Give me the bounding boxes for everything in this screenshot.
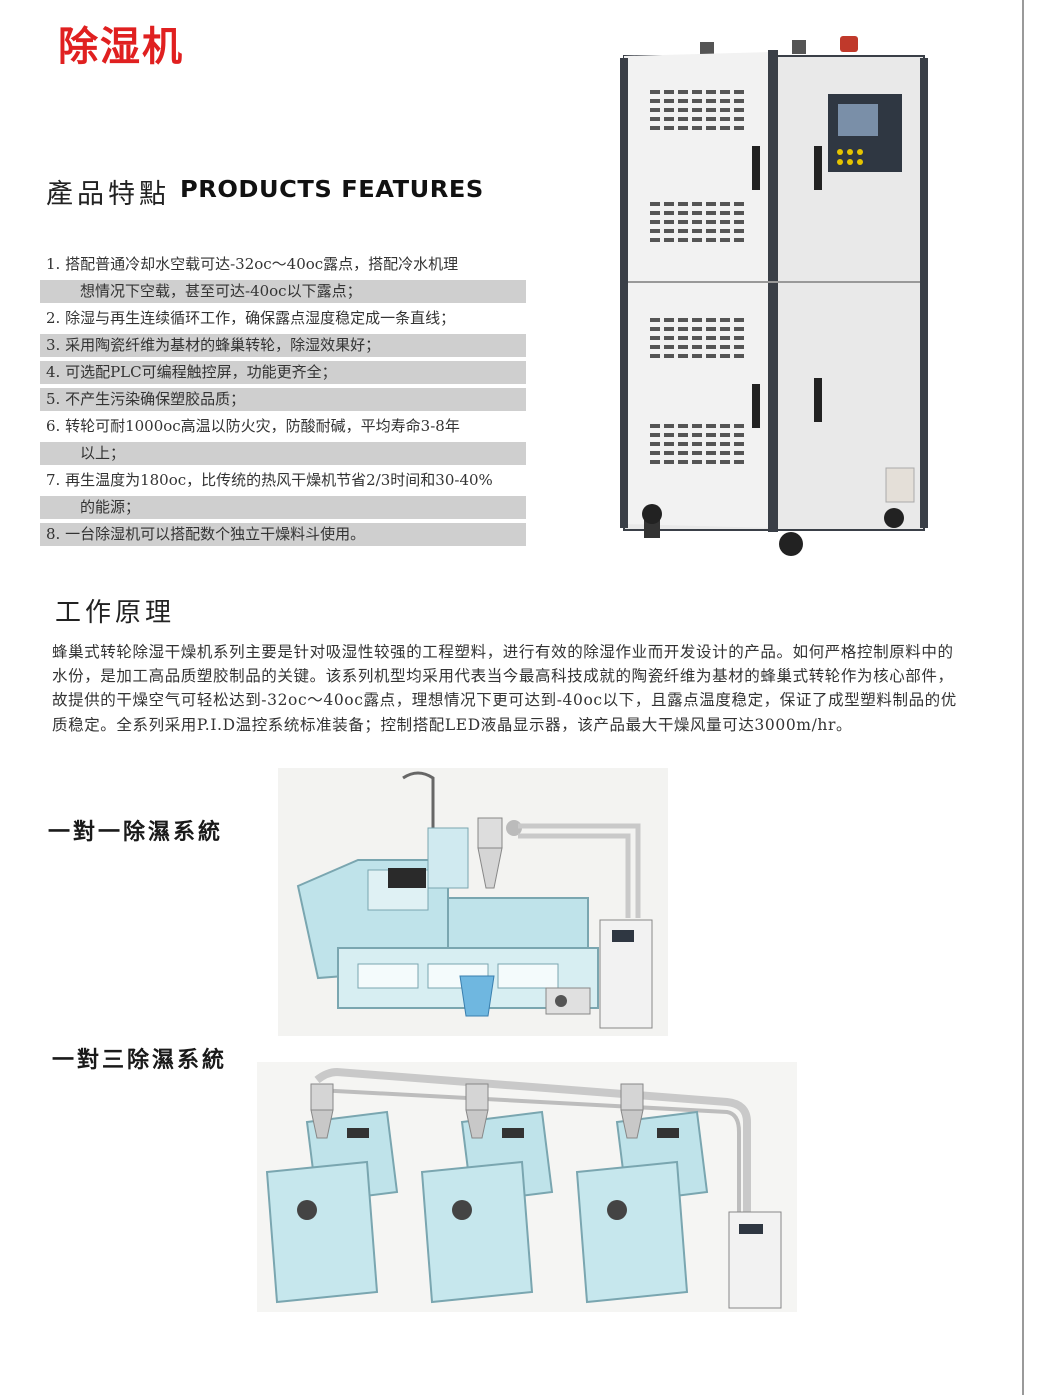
feature-line: 想情况下空载，甚至可达-40oc以下露点；	[40, 280, 526, 303]
one-to-three-system-title: 一對三除濕系統	[52, 1048, 228, 1073]
feature-line: 2. 除湿与再生连续循环工作，确保露点湿度稳定成一条直线；	[46, 309, 456, 327]
feature-line: 1. 搭配普通冷却水空载可达-32oc～40oc露点，搭配冷水机理	[46, 255, 459, 273]
features-title-en: PRODUCTS FEATURES	[180, 177, 484, 203]
page-edge-rule	[1022, 0, 1024, 1395]
feature-line: 4. 可选配PLC可编程触控屏，功能更齐全；	[40, 361, 526, 384]
one-to-one-system-image	[278, 768, 668, 1036]
feature-line: 的能源；	[40, 496, 526, 519]
features-title-cn: 產品特點	[46, 179, 170, 210]
feature-line: 8. 一台除湿机可以搭配数个独立干燥料斗使用。	[40, 523, 526, 546]
feature-line: 7. 再生温度为180oc，比传统的热风干燥机节省2/3时间和30-40%	[46, 471, 493, 489]
principle-title: 工作原理	[55, 598, 176, 628]
one-to-one-system-title: 一對一除濕系統	[48, 820, 224, 845]
dehumidifier-machine-image	[608, 34, 946, 564]
features-list: 1. 搭配普通冷却水空载可达-32oc～40oc露点，搭配冷水机理 想情况下空载…	[40, 253, 526, 550]
feature-line: 以上；	[40, 442, 526, 465]
page-title: 除湿机	[58, 24, 184, 70]
feature-line: 3. 采用陶瓷纤维为基材的蜂巢转轮，除湿效果好；	[40, 334, 526, 357]
feature-line: 5. 不产生污染确保塑胶品质；	[40, 388, 526, 411]
principle-paragraph: 蜂巢式转轮除湿干燥机系列主要是针对吸湿性较强的工程塑料，进行有效的除湿作业而开发…	[52, 643, 957, 734]
one-to-three-system-image	[257, 1062, 797, 1312]
feature-line: 6. 转轮可耐1000oc高温以防火灾，防酸耐碱，平均寿命3-8年	[46, 417, 460, 435]
